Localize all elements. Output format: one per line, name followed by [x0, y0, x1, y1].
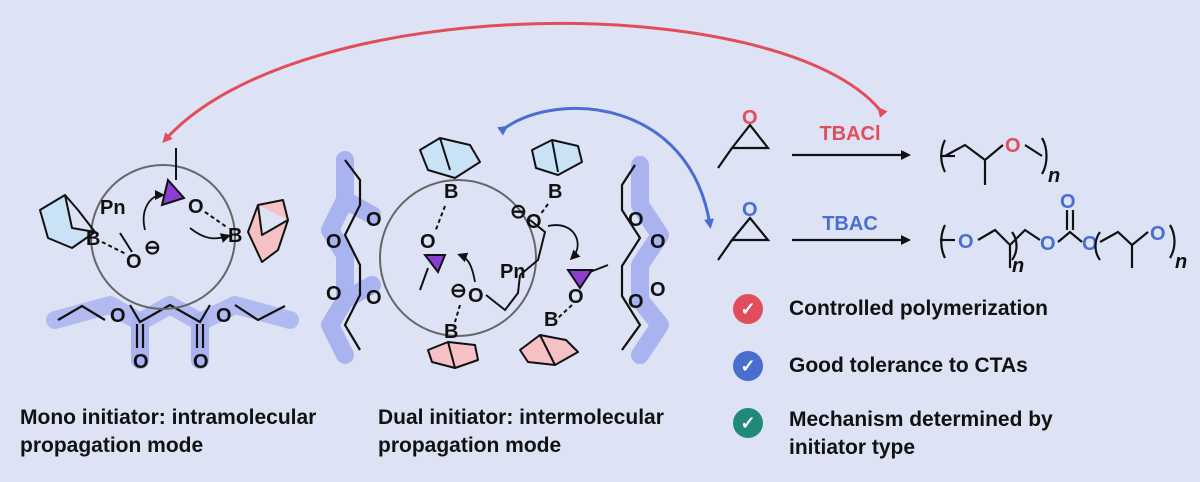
- check-icon: ✓: [733, 408, 763, 438]
- pc-o-1: O: [958, 231, 974, 253]
- boron-dual-3: B: [548, 181, 562, 203]
- feature-controlled: ✓ Controlled polymerization: [733, 294, 1048, 324]
- pc-n-2: n: [1175, 251, 1187, 273]
- carbonyl-o-dual-4: O: [650, 279, 666, 301]
- alkoxide-o: O: [126, 251, 142, 273]
- check-icon: ✓: [733, 294, 763, 324]
- epoxide-dual-1: [422, 254, 447, 274]
- borane-left: [39, 194, 96, 249]
- ester-o-dual-2: O: [366, 287, 382, 309]
- pc-o-4: O: [1150, 223, 1166, 245]
- propylene-oxide-bottom: [729, 216, 771, 242]
- epoxide-o-mono: O: [188, 196, 204, 218]
- borane-top-left: [419, 137, 481, 179]
- feature-text-2: Good tolerance to CTAs: [789, 354, 1028, 377]
- borane-right: [247, 199, 289, 263]
- feature-text-1: Controlled polymerization: [789, 297, 1049, 320]
- malonate-right-skeleton: [620, 164, 642, 351]
- check-icon: ✓: [733, 351, 763, 381]
- reagent-tbac: TBAC: [822, 213, 878, 235]
- red-connector-arrow: [162, 21, 888, 143]
- feature-text-3b: initiator type: [789, 436, 916, 459]
- dual-initiator-structure: O O O O O O O O B O ⊖ O B Pn B ⊖ O: [321, 137, 669, 369]
- ester-o-dual-3: O: [628, 209, 644, 231]
- dual-propagation-circle: [379, 179, 537, 337]
- ester-o-right: O: [216, 305, 232, 327]
- carbonyl-o-right: O: [193, 351, 209, 373]
- polyether-n: n: [1048, 165, 1060, 187]
- dual-caption-line1: Dual initiator: intermolecular: [378, 406, 664, 429]
- carbonyl-o-dual-3: O: [650, 231, 666, 253]
- epoxide-o-bottom: O: [742, 199, 758, 221]
- alkoxide-charge: ⊖: [144, 237, 161, 259]
- ester-o-dual-4: O: [628, 291, 644, 313]
- feature-text-3a: Mechanism determined by: [789, 408, 1053, 431]
- epoxide-o-dual-1: O: [420, 231, 436, 253]
- epoxide-o-dual-2: O: [568, 286, 584, 308]
- boron-right: B: [228, 225, 242, 247]
- alkoxide-o-dual-1: O: [468, 285, 484, 307]
- blue-connector-arrow: [497, 106, 714, 229]
- pc-o-carbonyl: O: [1060, 191, 1076, 213]
- borane-bottom-right: [519, 334, 579, 366]
- feature-mechanism: ✓ Mechanism determined by initiator type: [733, 406, 1053, 462]
- charge-dual-1: ⊖: [450, 280, 467, 302]
- polyether-o: O: [1005, 135, 1021, 157]
- mono-initiator-structure: O O O O B O ⊖ Pn O B: [39, 148, 299, 373]
- mono-caption-line1: Mono initiator: intramolecular: [20, 406, 317, 429]
- boron-dual-2: B: [444, 321, 458, 343]
- reaction-bottom: O TBAC O O O O O n n: [717, 191, 1187, 277]
- malonate-skeleton: [57, 303, 286, 324]
- mono-propagation-circle: [90, 164, 236, 310]
- feature-tolerance: ✓ Good tolerance to CTAs: [733, 351, 1028, 381]
- pn-dual: Pn: [500, 261, 526, 283]
- boron-dual-1: B: [444, 181, 458, 203]
- pn-mono: Pn: [100, 197, 126, 219]
- epoxide-mono: [160, 177, 186, 207]
- ester-o-left: O: [110, 305, 126, 327]
- carbonyl-o-dual-2: O: [326, 283, 342, 305]
- carbonyl-o-dual-1: O: [326, 231, 342, 253]
- pc-o-2: O: [1040, 233, 1056, 255]
- polyether-product: [940, 139, 1043, 185]
- reaction-top: O TBACl O n: [717, 107, 1060, 187]
- boron-left: B: [86, 228, 100, 250]
- dual-caption-line2: propagation mode: [378, 434, 562, 457]
- carbonyl-o-left: O: [133, 351, 149, 373]
- charge-dual-2: ⊖: [510, 201, 527, 223]
- propylene-oxide-top: [729, 123, 771, 150]
- mono-caption-line2: propagation mode: [20, 434, 204, 457]
- epoxide-dual-2: [566, 269, 594, 290]
- pc-o-3: O: [1082, 233, 1098, 255]
- malonate-left-skeleton: [343, 159, 362, 351]
- dual-caption: Dual initiator: intermolecular propagati…: [378, 404, 664, 460]
- borane-top-right: [531, 139, 583, 176]
- mono-caption: Mono initiator: intramolecular propagati…: [20, 404, 316, 460]
- epoxide-o-top: O: [742, 107, 758, 129]
- alkoxide-o-dual-2: O: [526, 211, 542, 233]
- reagent-tbacl: TBACl: [819, 123, 880, 145]
- boron-dual-4: B: [544, 309, 558, 331]
- pc-n-1: n: [1012, 255, 1024, 277]
- borane-bottom-left: [427, 341, 479, 369]
- ester-o-dual-1: O: [366, 209, 382, 231]
